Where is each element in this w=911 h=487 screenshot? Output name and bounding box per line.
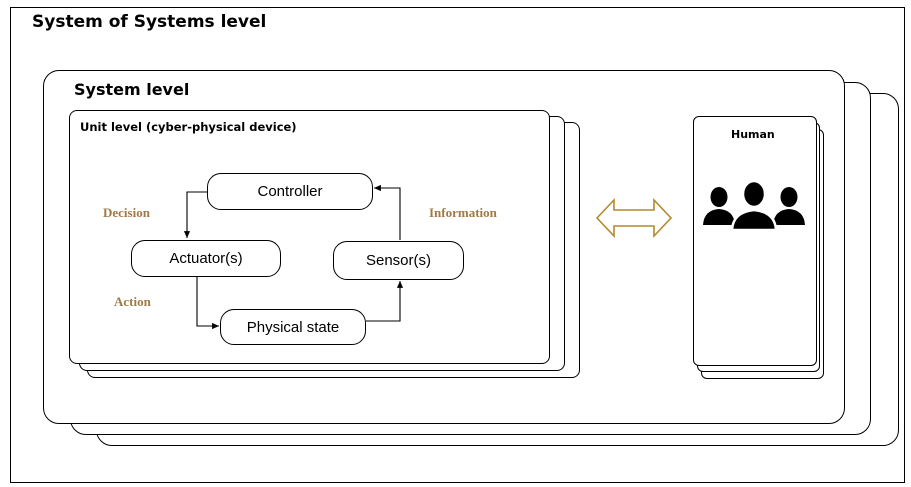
action-label: Action (114, 294, 151, 309)
system-of-systems-title: System of Systems level (32, 12, 267, 32)
edge-information (374, 184, 401, 240)
double-arrow-icon (595, 197, 673, 239)
edge-decision (183, 191, 207, 238)
sensor-node: Sensor(s) (333, 241, 464, 280)
people-group-icon (703, 180, 805, 232)
edge-action (196, 277, 219, 330)
decision-label: Decision (103, 205, 150, 220)
unit-level-title: Unit level (cyber-physical device) (80, 120, 297, 134)
actuator-node: Actuator(s) (131, 240, 281, 277)
human-title: Human (731, 128, 775, 141)
controller-node: Controller (207, 173, 373, 210)
edge-measure (366, 281, 404, 322)
information-label: Information (429, 205, 497, 220)
human-card-front (693, 116, 817, 366)
system-level-title: System level (74, 80, 190, 99)
physical-state-node: Physical state (220, 309, 366, 345)
